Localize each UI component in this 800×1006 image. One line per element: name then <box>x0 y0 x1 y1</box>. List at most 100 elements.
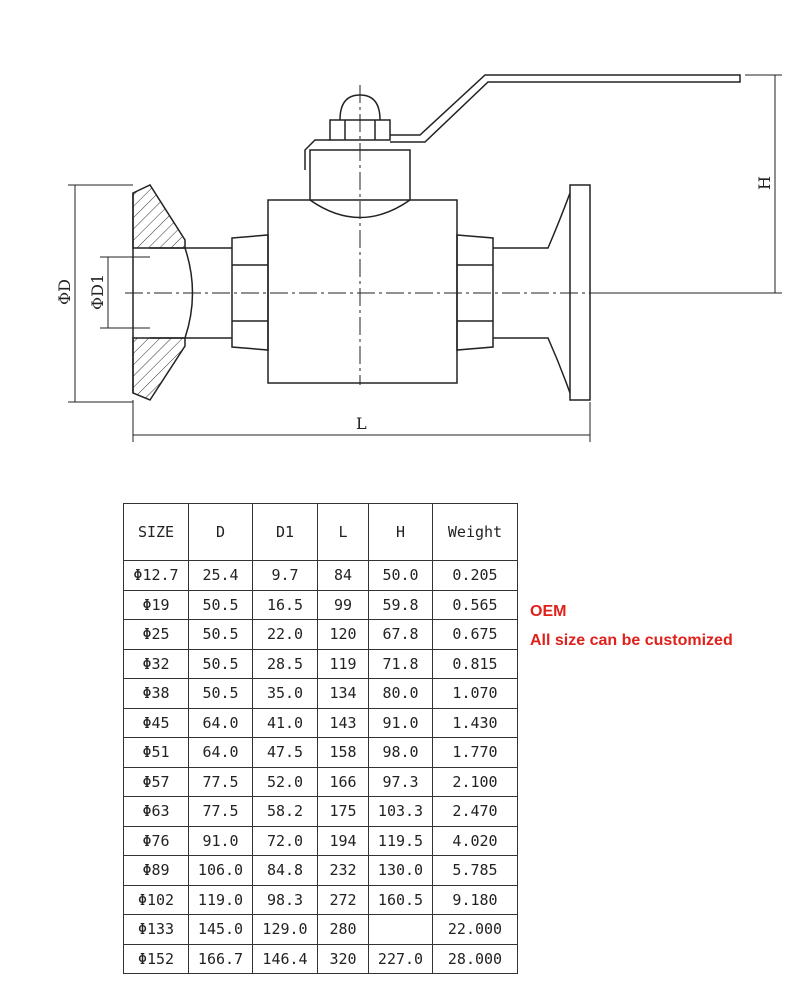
cell-size: Φ32 <box>123 648 189 679</box>
cell-h: 130.0 <box>368 855 433 886</box>
cell-d: 50.5 <box>188 648 253 679</box>
label-d1: ΦD1 <box>88 274 107 310</box>
cell-weight: 1.070 <box>432 678 518 709</box>
cell-size: Φ57 <box>123 766 189 797</box>
cell-h <box>368 914 433 945</box>
cell-h: 103.3 <box>368 796 433 827</box>
cell-h: 98.0 <box>368 737 433 768</box>
cell-weight: 9.180 <box>432 884 518 915</box>
cell-d1: 84.8 <box>252 855 318 886</box>
cell-l: 134 <box>317 678 369 709</box>
cell-weight: 0.565 <box>432 589 518 620</box>
cell-h: 97.3 <box>368 766 433 797</box>
cell-d: 25.4 <box>188 560 253 591</box>
cell-size: Φ19 <box>123 589 189 620</box>
ball-valve-drawing: ΦD ΦD1 H L <box>55 74 782 442</box>
cell-l: 158 <box>317 737 369 768</box>
cell-weight: 28.000 <box>432 943 518 974</box>
cell-h: 160.5 <box>368 884 433 915</box>
cell-size: Φ25 <box>123 619 189 650</box>
right-pipe <box>493 192 571 394</box>
cell-size: Φ38 <box>123 678 189 709</box>
label-h: H <box>755 176 774 190</box>
cell-l: 99 <box>317 589 369 620</box>
cell-h: 91.0 <box>368 707 433 738</box>
cell-d: 50.5 <box>188 678 253 709</box>
handle <box>304 74 741 170</box>
cell-size: Φ152 <box>123 943 189 974</box>
cell-l: 272 <box>317 884 369 915</box>
cell-l: 194 <box>317 825 369 856</box>
header-weight: Weight <box>432 503 518 561</box>
header-d: D <box>188 503 253 561</box>
cell-d1: 98.3 <box>252 884 318 915</box>
header-h: H <box>368 503 433 561</box>
cell-l: 280 <box>317 914 369 945</box>
cell-size: Φ76 <box>123 825 189 856</box>
cell-d1: 47.5 <box>252 737 318 768</box>
cell-l: 143 <box>317 707 369 738</box>
oem-note: OEM <box>530 603 567 620</box>
cell-weight: 0.815 <box>432 648 518 679</box>
cell-h: 227.0 <box>368 943 433 974</box>
cell-l: 232 <box>317 855 369 886</box>
cell-size: Φ63 <box>123 796 189 827</box>
cell-weight: 1.430 <box>432 707 518 738</box>
cell-l: 175 <box>317 796 369 827</box>
label-l: L <box>356 414 367 433</box>
cell-h: 59.8 <box>368 589 433 620</box>
cell-d: 91.0 <box>188 825 253 856</box>
cell-l: 166 <box>317 766 369 797</box>
cell-d: 64.0 <box>188 737 253 768</box>
label-d: ΦD <box>55 279 74 305</box>
cell-d1: 9.7 <box>252 560 318 591</box>
cell-h: 67.8 <box>368 619 433 650</box>
cell-d1: 52.0 <box>252 766 318 797</box>
cell-d: 50.5 <box>188 619 253 650</box>
cell-d: 166.7 <box>188 943 253 974</box>
cell-size: Φ133 <box>123 914 189 945</box>
cell-weight: 2.100 <box>432 766 518 797</box>
cell-size: Φ45 <box>123 707 189 738</box>
cell-l: 84 <box>317 560 369 591</box>
cell-weight: 5.785 <box>432 855 518 886</box>
cell-d1: 41.0 <box>252 707 318 738</box>
cell-d1: 28.5 <box>252 648 318 679</box>
cell-h: 50.0 <box>368 560 433 591</box>
cell-d1: 58.2 <box>252 796 318 827</box>
cell-h: 71.8 <box>368 648 433 679</box>
right-hex-nut <box>456 234 494 351</box>
cell-d1: 129.0 <box>252 914 318 945</box>
cell-d1: 35.0 <box>252 678 318 709</box>
cell-d: 77.5 <box>188 796 253 827</box>
cell-h: 119.5 <box>368 825 433 856</box>
valve-body <box>267 199 458 384</box>
cell-weight: 2.470 <box>432 796 518 827</box>
cell-d: 145.0 <box>188 914 253 945</box>
cell-d1: 16.5 <box>252 589 318 620</box>
cell-weight: 22.000 <box>432 914 518 945</box>
cell-d: 64.0 <box>188 707 253 738</box>
stem-neck <box>309 149 411 219</box>
cell-weight: 0.205 <box>432 560 518 591</box>
cell-d1: 22.0 <box>252 619 318 650</box>
header-size: SIZE <box>123 503 189 561</box>
customize-note: All size can be customized <box>530 632 733 649</box>
cell-size: Φ12.7 <box>123 560 189 591</box>
cell-l: 120 <box>317 619 369 650</box>
cell-weight: 4.020 <box>432 825 518 856</box>
